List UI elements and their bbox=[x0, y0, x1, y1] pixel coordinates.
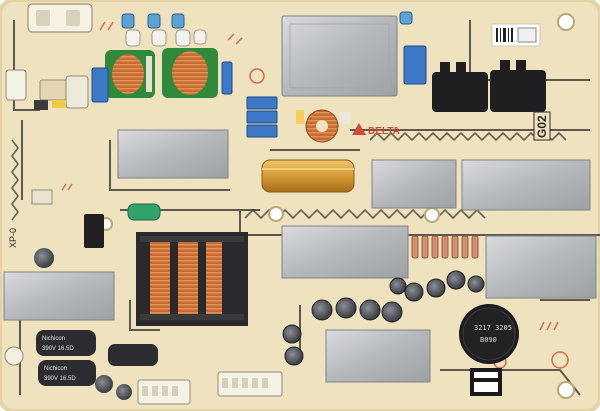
power-transistors bbox=[432, 60, 546, 112]
white-ceramic-parts bbox=[125, 29, 207, 47]
brand-text: DELTA bbox=[368, 126, 400, 137]
side-code-text: XP-0 bbox=[8, 228, 18, 248]
main-transformer bbox=[136, 232, 248, 326]
cap2-brand: Nichicon bbox=[44, 366, 67, 372]
cap1-brand: Nichicon bbox=[42, 336, 65, 342]
left-middle-parts bbox=[31, 189, 161, 268]
isolation-marks bbox=[11, 131, 567, 221]
model-code-text: G02 bbox=[535, 115, 549, 138]
bulk-capacitor-3 bbox=[108, 344, 158, 366]
secondary-capacitors bbox=[282, 270, 485, 366]
common-mode-choke-right bbox=[162, 48, 218, 98]
bulk-capacitor-1: Nichicon 390V 16.5D bbox=[36, 330, 96, 356]
cap1-rating: 390V 16.5D bbox=[42, 346, 74, 352]
inductor-label-line2: B090 bbox=[480, 336, 497, 344]
output-connectors bbox=[137, 371, 283, 405]
right-middle-shields bbox=[371, 159, 591, 211]
cap2-rating: 390V 16.5D bbox=[44, 376, 76, 382]
toroid-inductor bbox=[296, 109, 350, 143]
delta-logo: DELTA bbox=[352, 123, 400, 137]
barcode-sticker bbox=[491, 23, 541, 47]
top-heatsink-shield bbox=[281, 15, 398, 97]
model-marking: G02 bbox=[533, 111, 551, 141]
output-inductor: 3217 3205 B090 bbox=[459, 304, 519, 364]
left-middle-shield bbox=[117, 129, 229, 179]
cert-mark bbox=[4, 346, 24, 366]
right-lower-shield bbox=[485, 235, 597, 299]
mains-connector bbox=[27, 3, 93, 33]
small-caps-bottom bbox=[95, 375, 132, 400]
bottom-center-shield bbox=[325, 329, 431, 383]
barcode-sticker-bottom bbox=[470, 368, 502, 396]
common-mode-choke-left bbox=[105, 50, 155, 98]
left-edge-components bbox=[5, 69, 89, 110]
bottom-left-shield bbox=[3, 271, 115, 321]
resistor-row bbox=[411, 235, 479, 259]
center-shield bbox=[281, 225, 409, 279]
bulk-capacitor-2: Nichicon 390V 16.5D bbox=[38, 360, 96, 386]
blue-film-capacitors bbox=[91, 45, 427, 138]
gold-capacitor bbox=[261, 159, 355, 193]
y-capacitors bbox=[121, 11, 413, 29]
inductor-label-line1: 3217 3205 bbox=[474, 324, 512, 332]
